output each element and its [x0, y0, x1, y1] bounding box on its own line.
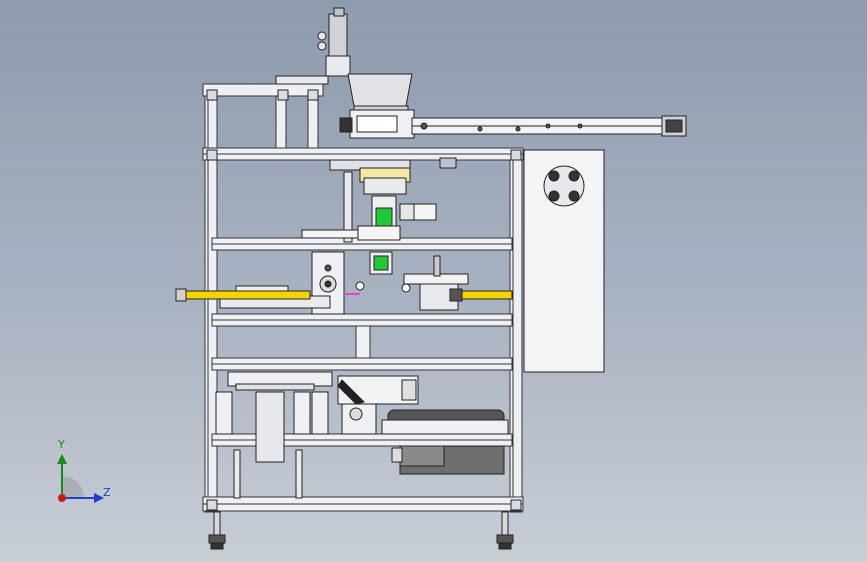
left-leveling-foot — [208, 511, 226, 550]
axis-triad: Y Z — [40, 438, 120, 510]
corner-brackets — [206, 89, 522, 511]
side-electrical-panel — [523, 149, 605, 373]
yellow-guide-rod — [175, 288, 513, 302]
lower-drive-assembly — [215, 371, 509, 499]
z-axis-label: Z — [103, 486, 111, 499]
center-support-post — [355, 325, 371, 359]
axis-triad-graphic — [57, 454, 104, 503]
gear-motor-box — [391, 445, 505, 475]
middle-slide-assembly — [219, 251, 469, 315]
top-motor-tower — [275, 7, 351, 85]
right-leveling-foot — [496, 511, 514, 550]
upper-press-mechanism — [301, 157, 457, 243]
feed-hopper — [339, 73, 415, 139]
y-axis-label: Y — [58, 438, 65, 451]
frame-uprights — [204, 83, 523, 513]
right-conveyor-arm — [411, 115, 687, 137]
frame-rails — [202, 83, 524, 512]
